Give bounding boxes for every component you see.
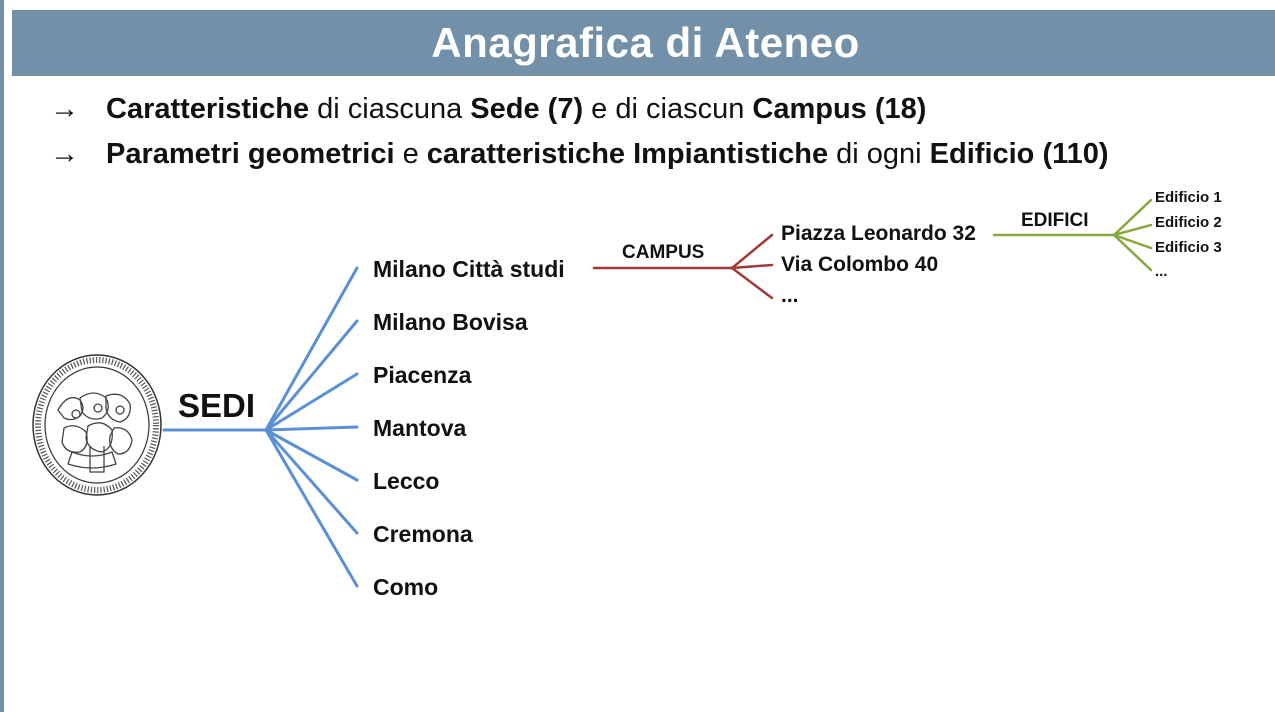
bullet-text: Sede (7) xyxy=(470,93,584,125)
arrow-icon: → xyxy=(50,138,79,170)
campus-section-label: CAMPUS xyxy=(622,242,705,263)
bullet-text: di ogni xyxy=(828,138,930,170)
edificio-label: Edificio 3 xyxy=(1155,239,1222,256)
sede-label: Milano Bovisa xyxy=(373,309,528,335)
arrow-icon: → xyxy=(50,93,79,125)
campus-branch-line xyxy=(730,266,774,300)
university-seal-logo xyxy=(32,354,162,496)
sede-label: Lecco xyxy=(373,468,440,494)
campus-label: Piazza Leonardo 32 xyxy=(781,222,976,245)
sede-label: Piacenza xyxy=(373,362,472,388)
campus-label: ... xyxy=(781,284,799,307)
campus-branch-line xyxy=(730,233,774,270)
sede-branch-line xyxy=(264,266,359,432)
sede-label: Como xyxy=(373,574,439,600)
sedi-root-label: SEDI xyxy=(178,387,256,424)
bullet-text: Parametri geometrici xyxy=(106,138,395,170)
tree-diagram xyxy=(162,198,1153,588)
bullet-text: e xyxy=(394,138,427,170)
bullet-text: e di ciascun xyxy=(583,93,753,125)
bullet-edifici: → Parametri geometrici e caratteristiche … xyxy=(50,138,1109,171)
sede-branch-line xyxy=(264,428,359,535)
bullet-text: caratteristiche Impiantistiche xyxy=(426,138,829,170)
edificio-branch-line xyxy=(1112,198,1153,237)
sede-branch-line xyxy=(264,372,359,432)
edificio-label: ... xyxy=(1155,263,1168,280)
sedi-branches xyxy=(162,266,359,588)
edificio-branch-line xyxy=(1112,233,1153,250)
edificio-branch-line xyxy=(1112,223,1153,237)
bullet-text: di ciascuna xyxy=(309,93,471,125)
edifici-branches xyxy=(992,198,1153,272)
campus-branch-line xyxy=(730,263,774,270)
bullet-sedi-campus: → Caratteristiche di ciascuna Sede (7) e … xyxy=(50,93,926,126)
edificio-label: Edificio 2 xyxy=(1155,214,1222,231)
bullet-text: Edificio (110) xyxy=(929,138,1109,170)
bullet-text: Caratteristiche xyxy=(106,93,310,125)
edificio-branch-line xyxy=(1112,233,1153,272)
sede-label: Mantova xyxy=(373,415,467,441)
edificio-label: Edificio 1 xyxy=(1155,189,1222,206)
campus-label: Via Colombo 40 xyxy=(781,253,939,276)
sede-branch-line xyxy=(264,428,359,588)
sede-branch-line xyxy=(264,425,359,432)
sede-label: Milano Città studi xyxy=(373,256,565,282)
title-bar: Anagrafica di Ateneo xyxy=(12,10,1275,76)
sede-branch-line xyxy=(264,428,359,482)
sede-label: Cremona xyxy=(373,521,473,547)
campus-branches xyxy=(592,233,774,300)
edifici-section-label: EDIFICI xyxy=(1021,210,1089,231)
page-title: Anagrafica di Ateneo xyxy=(431,19,860,66)
sede-branch-line xyxy=(264,319,359,432)
bullet-text: Campus (18) xyxy=(752,93,927,125)
